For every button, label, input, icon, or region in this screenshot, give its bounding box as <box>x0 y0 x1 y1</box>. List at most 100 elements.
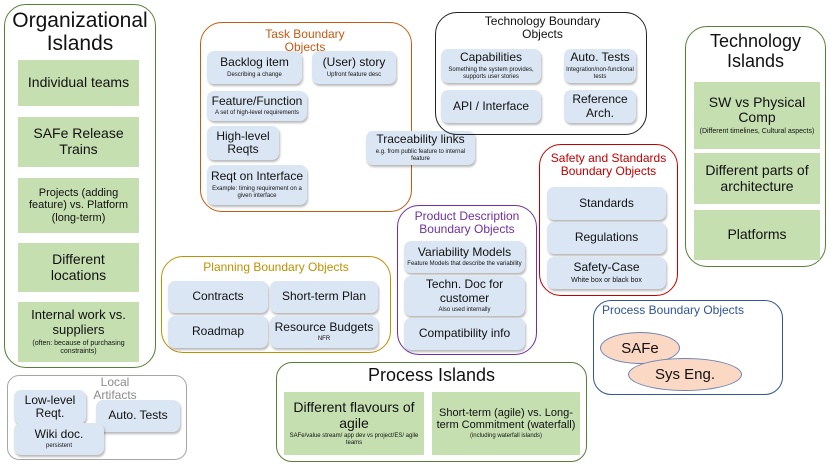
safety-item-label: Safety-Case <box>573 260 640 275</box>
task-item-note: Upfront feature desc <box>326 71 382 78</box>
traceability-label: Traceability links <box>376 132 465 147</box>
local-item-low-level-reqt: Low-level Reqt. <box>14 390 86 424</box>
planning-item-roadmap: Roadmap <box>168 316 268 348</box>
tech-item-reference-arch: Reference Arch. <box>564 90 636 123</box>
tech-item-capabilities: Capabilities Something the system provid… <box>441 49 541 83</box>
task-boundary-group <box>200 22 412 212</box>
org-island-projects-vs-platform: Projects (adding feature) vs. Platform (… <box>18 178 139 233</box>
org-island-internal-vs-suppliers: Internal work vs. suppliers (often: beca… <box>18 302 139 362</box>
org-island-label: Different locations <box>50 250 107 283</box>
org-island-note: (often: because of purchasing constraint… <box>32 339 125 355</box>
task-item-reqt-on-interface: Reqt on Interface Example: timing requir… <box>207 165 307 205</box>
local-item-label: Low-level Reqt. <box>24 392 76 420</box>
planning-item-label: Short-term Plan <box>281 289 367 304</box>
process-islands-title: Process Islands <box>367 365 496 385</box>
org-island-label: SAFe Release Trains <box>33 125 124 157</box>
technology-boundary-group <box>435 12 647 135</box>
org-island-different-locations: Different locations <box>18 243 139 292</box>
safety-boundary-title: Safety and Standards Boundary Objects <box>550 151 667 179</box>
task-item-note: Example: timing requirement on a given i… <box>212 185 302 199</box>
planning-item-note: NFR <box>317 336 331 343</box>
org-island-individual-teams: Individual teams <box>18 60 139 106</box>
planning-item-short-term-plan: Short-term Plan <box>270 281 378 313</box>
task-item-label: (User) story <box>322 55 386 70</box>
product-item-techn-doc: Techn. Doc for customer Also used intern… <box>404 276 525 316</box>
tech-island-label: Platforms <box>727 226 787 243</box>
planning-item-resource-budgets: Resource Budgets NFR <box>270 316 378 348</box>
technology-islands-title: Technology Islands <box>709 31 802 71</box>
tech-item-label: API / Interface <box>452 98 530 113</box>
local-item-wiki-doc: Wiki doc. persistent <box>14 423 104 455</box>
process-boundary-group <box>593 300 783 395</box>
task-item-label: Reqt on Interface <box>210 169 304 184</box>
process-island-agile-flavours: Different flavours of agile SAFe/value s… <box>284 392 424 455</box>
process-boundary-title: Process Boundary Objects <box>601 303 745 317</box>
planning-item-contracts: Contracts <box>168 281 268 313</box>
planning-item-label: Contracts <box>192 289 244 304</box>
product-item-note: Also used internally <box>438 306 491 313</box>
safety-item-safety-case: Safety-Case White box or black box <box>547 257 666 289</box>
local-item-note: persistent <box>45 443 72 450</box>
process-island-note: SAFe/value stream/ app dev vs project/ES… <box>289 433 419 447</box>
planning-item-label: Roadmap <box>191 324 245 339</box>
process-island-label: Different flavours of agile <box>293 398 415 431</box>
tech-item-label: Reference Arch. <box>572 92 628 120</box>
task-item-high-level-reqts: High-level Reqts <box>207 126 279 160</box>
local-artifacts-title: Local Artifacts <box>93 375 137 403</box>
technology-islands-group <box>685 26 826 267</box>
tech-item-note: Integration/non-functional tests <box>566 66 634 80</box>
task-item-label: Feature/Function <box>211 93 303 108</box>
tech-item-auto-tests: Auto. Tests Integration/non-functional t… <box>564 49 636 83</box>
organizational-islands-group <box>4 4 156 368</box>
tech-island-architecture-parts: Different parts of architecture <box>694 153 820 204</box>
planning-item-label: Resource Budgets <box>274 319 374 334</box>
org-island-label: Projects (adding feature) vs. Platform (… <box>28 187 129 224</box>
process-island-note: (including waterfall islands) <box>469 433 543 440</box>
product-item-variability-models: Variability Models Feature Models that d… <box>404 241 525 273</box>
tech-item-label: Capabilities <box>459 50 523 65</box>
tech-item-note: Something the system provides, supports … <box>448 66 534 80</box>
safety-item-label: Standards <box>579 195 634 210</box>
product-boundary-title: Product Description Boundary Objects <box>414 209 520 237</box>
task-item-label: Backlog item <box>220 55 289 70</box>
tech-item-label: Auto. Tests <box>570 50 630 65</box>
technology-boundary-title: Technology Boundary Objects <box>484 14 601 42</box>
planning-boundary-group <box>161 256 391 353</box>
org-island-label: Individual teams <box>27 74 130 91</box>
tech-island-label: Different parts of architecture <box>705 161 809 194</box>
safety-item-label: Regulations <box>574 230 639 245</box>
task-boundary-title: Task Boundary Objects <box>265 27 345 55</box>
traceability-note: e.g. from public feature to internal fea… <box>375 148 466 162</box>
org-island-label: Internal work vs. suppliers <box>31 307 126 337</box>
task-item-user-story: (User) story Upfront feature desc <box>312 51 396 84</box>
process-island-short-vs-long-term: Short-term (agile) vs. Long-term Commitm… <box>432 392 580 455</box>
local-artifacts-group <box>7 375 187 460</box>
task-item-feature-function: Feature/Function A set of high-level req… <box>207 91 307 121</box>
tech-island-label: SW vs Physical Comp <box>708 93 806 126</box>
task-item-note: A set of high-level requirements <box>214 110 300 117</box>
product-item-label: Techn. Doc for customer <box>425 277 504 305</box>
tech-island-platforms: Platforms <box>694 210 820 260</box>
tech-item-api-interface: API / Interface <box>441 90 541 123</box>
local-item-label: Wiki doc. <box>34 426 84 441</box>
product-item-compatibility: Compatibility info <box>404 318 525 350</box>
safety-boundary-group <box>539 144 678 296</box>
local-item-auto-tests: Auto. Tests <box>96 400 180 432</box>
product-item-label: Compatibility info <box>418 326 511 341</box>
safety-item-note: White box or black box <box>571 276 642 284</box>
process-island-label: Short-term (agile) vs. Long-term Commitm… <box>436 406 576 432</box>
tech-island-note: (Different timelines, Cultural aspects) <box>699 128 815 136</box>
product-boundary-group <box>397 205 537 355</box>
org-island-safe-release-trains: SAFe Release Trains <box>18 117 139 167</box>
task-item-label: High-level Reqts <box>216 128 270 156</box>
safety-item-regulations: Regulations <box>547 222 666 254</box>
safety-item-standards: Standards <box>547 187 666 220</box>
task-item-note: Describing a change <box>227 71 282 78</box>
process-ellipse-sys-eng: Sys Eng. <box>628 358 742 391</box>
planning-boundary-title: Planning Boundary Objects <box>203 260 349 274</box>
organizational-islands-title: Organizational Islands <box>12 9 148 56</box>
product-item-note: Feature Models that describe the variabi… <box>407 261 522 268</box>
traceability-links-box: Traceability links e.g. from public feat… <box>366 131 475 165</box>
product-item-label: Variability Models <box>417 244 512 259</box>
process-islands-group <box>276 362 587 462</box>
